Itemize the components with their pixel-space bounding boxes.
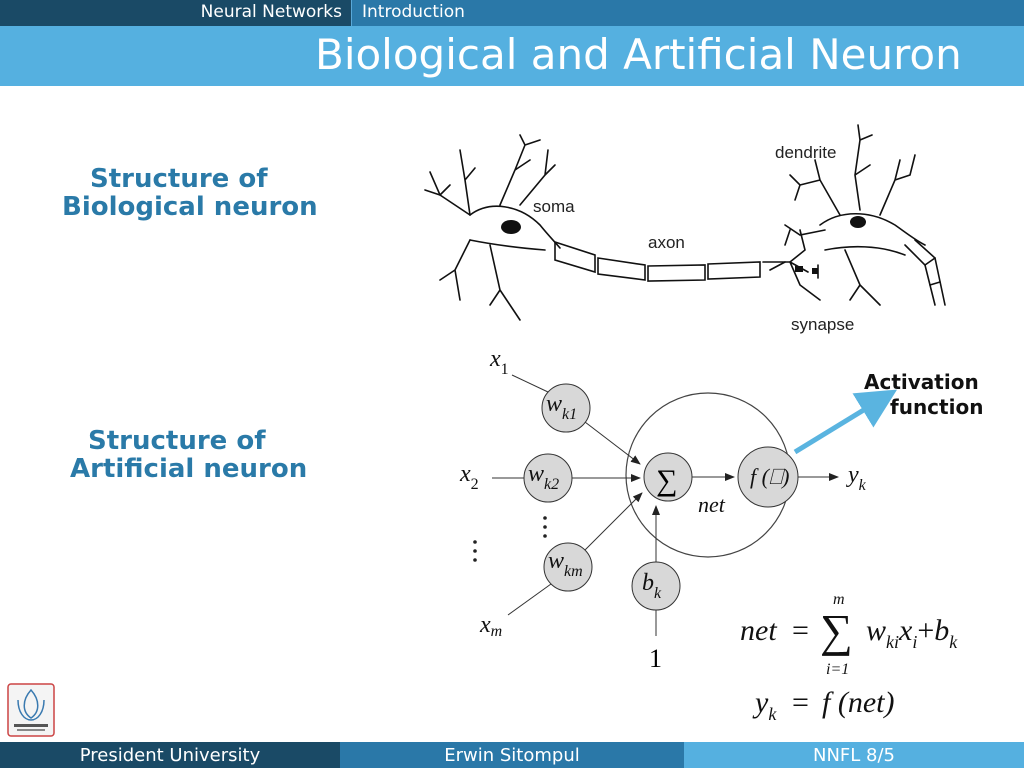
ann-heading-line2: Artificial neuron [70, 454, 308, 484]
activation-symbol: f (⎕) [750, 464, 789, 489]
svg-text:f (net): f (net) [822, 686, 894, 719]
bio-heading-line1: Structure of [90, 164, 268, 194]
weight-w2: wk2 [528, 461, 559, 493]
svg-text:=: = [792, 686, 809, 719]
bio-heading-line2: Biological neuron [62, 192, 318, 222]
weight-node-1 [541, 383, 591, 433]
output-yk: yk [846, 462, 867, 494]
activation-pointer-arrow [793, 389, 898, 455]
ann-heading-line1: Structure of [88, 426, 266, 456]
input-x1: x1 [489, 346, 509, 378]
artificial-neuron-diagram [473, 374, 898, 636]
soma-label: soma [533, 197, 575, 216]
footer-center: Erwin Sitompul [340, 742, 684, 768]
bias-input-one: 1 [649, 644, 662, 673]
footer-left: President University [0, 742, 340, 768]
sum-symbol: ∑ [656, 464, 677, 497]
weight-w1: wk1 [546, 391, 577, 423]
weight-node-m [543, 542, 593, 592]
university-logo-icon [7, 683, 55, 737]
footer-right: NNFL 8/5 [684, 742, 1024, 768]
dendrite-label: dendrite [775, 143, 836, 162]
svg-text:yk: yk [752, 686, 777, 724]
title-bar: Biological and Artificial Neuron [0, 26, 1024, 86]
svg-text:∑: ∑ [820, 605, 853, 656]
activation-label-line1: Activation [864, 370, 979, 394]
subsection-label[interactable]: Introduction [351, 0, 1024, 26]
bias-label: bk [642, 570, 662, 602]
top-bar: Neural Networks Introduction [0, 0, 1024, 26]
svg-text:i=1: i=1 [826, 661, 849, 678]
svg-text:=: = [792, 614, 809, 647]
net-equation: net = ∑ m i=1 wkixi+bk [740, 591, 958, 678]
section-label[interactable]: Neural Networks [200, 2, 342, 22]
left-nucleus [501, 220, 521, 234]
svg-text:net: net [740, 614, 777, 647]
net-label: net [698, 492, 726, 517]
biological-neuron-drawing [424, 124, 946, 321]
input-x2: x2 [459, 461, 479, 493]
axon-label: axon [648, 233, 685, 252]
activation-label-line2: function [890, 395, 983, 419]
slide-title: Biological and Artificial Neuron [315, 30, 962, 79]
synapse-label: synapse [791, 315, 854, 334]
right-nucleus [850, 216, 866, 228]
footer-bar: President University Erwin Sitompul NNFL… [0, 742, 1024, 768]
input-xm: xm [479, 612, 502, 640]
svg-text:m: m [833, 591, 845, 608]
output-equation: yk = f (net) [752, 686, 894, 724]
svg-text:wkixi+bk: wkixi+bk [866, 614, 958, 652]
weight-wm: wkm [548, 548, 583, 580]
